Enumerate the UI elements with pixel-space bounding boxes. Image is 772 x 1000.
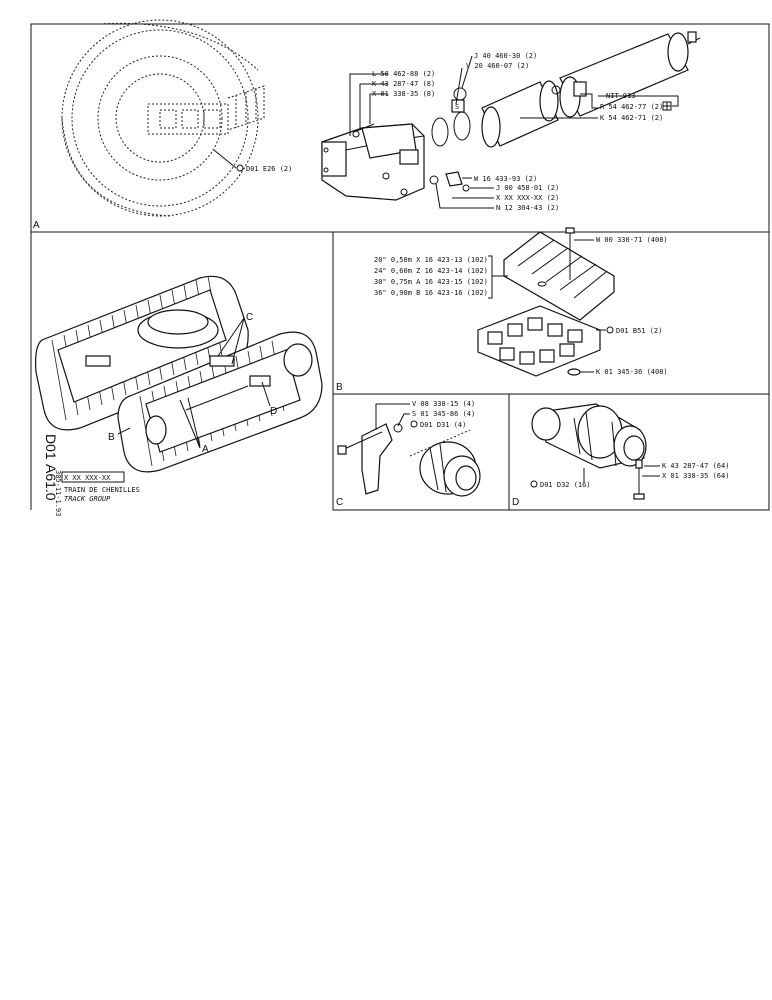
label-d01d32: D01 D32 (16) bbox=[540, 481, 591, 489]
svg-text:S: S bbox=[455, 103, 459, 111]
idler-wheel-drawing bbox=[61, 19, 265, 217]
carrier-roller-drawing bbox=[337, 423, 481, 497]
panel-b: B 20" 0,50m X 16 423-13 (1 bbox=[336, 227, 668, 393]
panel-c: C V 08 338-15 (4) S 01 345-86 (4) D01 D3… bbox=[336, 400, 481, 508]
shoe-36: 36" 0,90m B 16 423-16 (102) bbox=[374, 289, 488, 297]
recoil-cylinder-drawing bbox=[481, 31, 701, 148]
overview-callout-d: D bbox=[270, 406, 277, 417]
label-k43287: K 43 287-47 (64) bbox=[662, 462, 729, 470]
label-d01e26: D01 E26 (2) bbox=[246, 165, 292, 173]
title-fr: TRAIN DE CHENILLES bbox=[64, 486, 140, 494]
title-en: TRACK GROUP bbox=[64, 495, 111, 503]
label-k54462-71: K 54 462-71 (2) bbox=[600, 114, 663, 122]
panel-c-callouts: V 08 338-15 (4) S 01 345-86 (4) D01 D31 … bbox=[375, 400, 475, 430]
label-l58462: L 58 462-88 (2) bbox=[372, 70, 435, 78]
title-block: D01 A61.0 305-11-1.93 X XX XXX-XX TRAIN … bbox=[43, 434, 140, 516]
grease-fitting-drawing bbox=[429, 171, 470, 192]
label-n12304: N 12 304-43 (2) bbox=[496, 204, 559, 212]
shoe-20: 20" 0,50m X 16 423-13 (102) bbox=[374, 256, 488, 264]
label-r54462-77: R 54 462-77 (2) bbox=[600, 103, 663, 111]
shoe-24: 24" 0,60m Z 16 423-14 (102) bbox=[374, 267, 488, 275]
label-v08338: V 08 338-15 (4) bbox=[412, 400, 475, 408]
overview-callout-b: B bbox=[108, 432, 115, 443]
overview-callout-c: C bbox=[246, 312, 253, 323]
overview-callout-a: A bbox=[202, 444, 209, 455]
track-overview-drawing: C D A B bbox=[35, 275, 323, 473]
seal-rings-drawing: S bbox=[431, 87, 471, 147]
label-s01345: S 01 345-86 (4) bbox=[412, 410, 475, 418]
panel-a: A bbox=[33, 19, 701, 231]
panel-b-letter: B bbox=[336, 382, 343, 393]
title-code: X XX XXX-XX bbox=[64, 474, 111, 482]
label-xxx: X XX XXX-XX (2) bbox=[496, 194, 559, 202]
panel-frames bbox=[30, 23, 770, 511]
label-v20460: V 20 460-07 (2) bbox=[466, 62, 529, 70]
label-d01b51: D01 B51 (2) bbox=[616, 327, 662, 335]
label-j40460: J 40 460-30 (2) bbox=[474, 52, 537, 60]
label-x01338: X 01 338-35 (8) bbox=[372, 90, 435, 98]
doc-code-top: D01 bbox=[43, 434, 59, 460]
panel-c-letter: C bbox=[336, 497, 343, 508]
label-k01345: K 01 345-36 (408) bbox=[596, 368, 668, 376]
panel-d-letter: D bbox=[512, 497, 519, 508]
shoe-30: 30" 0,75m A 16 423-15 (102) bbox=[374, 278, 488, 286]
panel-d: D D01 D32 (16) K 43 287-47 (64) X 01 338… bbox=[512, 403, 729, 508]
label-w16433: W 16 433-93 (2) bbox=[474, 175, 537, 183]
label-nit913: NIT 913 bbox=[606, 92, 636, 100]
track-frame-drawing bbox=[477, 305, 601, 377]
label-k43287: K 43 287-47 (8) bbox=[372, 80, 435, 88]
label-x01338: X 01 338-35 (64) bbox=[662, 472, 729, 480]
idler-bracket-drawing bbox=[321, 123, 425, 201]
track-roller-drawing bbox=[531, 403, 647, 500]
doc-side-ref: 305-11-1.93 bbox=[54, 470, 62, 516]
panel-a-letter: A bbox=[33, 220, 40, 231]
panel-d-callouts: D01 D32 (16) K 43 287-47 (64) X 01 338-3… bbox=[530, 462, 729, 489]
doc-code-bottom: A61.0 bbox=[43, 464, 59, 501]
label-d01d31: D01 D31 (4) bbox=[420, 421, 466, 429]
label-j00458: J 00 458-01 (2) bbox=[496, 184, 559, 192]
panel-b-callouts: 20" 0,50m X 16 423-13 (102) 24" 0,60m Z … bbox=[374, 236, 668, 376]
panel-a-callouts: L 58 462-88 (2) K 43 287-47 (8) X 01 338… bbox=[213, 52, 679, 212]
label-w00330: W 00 330-71 (408) bbox=[596, 236, 668, 244]
